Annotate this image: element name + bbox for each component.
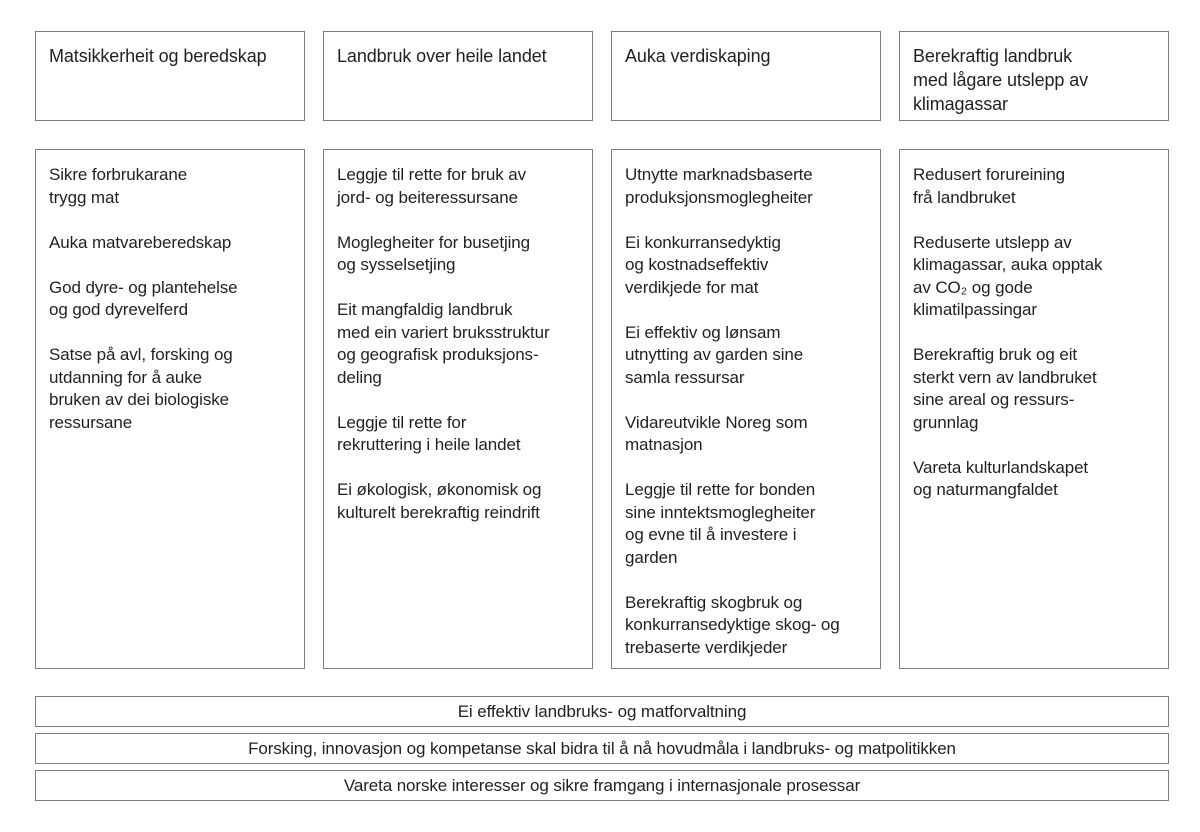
goal-item: Utnytte marknadsbaserte produksjonsmogle… xyxy=(625,165,813,207)
column-goals-auka-verdiskaping: Utnytte marknadsbaserte produksjonsmogle… xyxy=(611,149,881,669)
goal-item: Berekraftig bruk og eit sterkt vern av l… xyxy=(913,345,1097,432)
goal-item: Redusert forureining frå landbruket xyxy=(913,165,1066,207)
cross-goal-bar-label: Forsking, innovasjon og kompetanse skal … xyxy=(248,738,956,758)
column-header-auka-verdiskaping: Auka verdiskaping xyxy=(611,31,881,121)
cross-goal-bar-label: Vareta norske interesser og sikre framga… xyxy=(343,775,861,795)
goal-item: God dyre- og plantehelse og god dyrevelf… xyxy=(49,277,238,320)
goal-item: Berekraftig skogbruk og konkurransedykti… xyxy=(625,592,840,657)
column-matsikkerheit: Matsikkerheit og beredskap Sikre forbruk… xyxy=(35,31,305,669)
cross-goal-bar-internasjonale: Vareta norske interesser og sikre framga… xyxy=(35,770,1169,801)
goal-item: Leggje til rette for rekruttering i heil… xyxy=(337,412,521,455)
goal-item: Ei effektiv og lønsam utnytting av garde… xyxy=(625,322,804,387)
goal-item: Sikre forbrukarane trygg mat xyxy=(49,165,188,207)
column-goals-matsikkerheit: Sikre forbrukarane trygg mat Auka matvar… xyxy=(35,149,305,669)
column-auka-verdiskaping: Auka verdiskaping Utnytte marknadsbasert… xyxy=(611,31,881,669)
goal-item: Auka matvareberedskap xyxy=(49,232,232,252)
goal-item: Leggje til rette for bruk av jord- og be… xyxy=(337,165,527,207)
column-header-landbruk-heile-landet: Landbruk over heile landet xyxy=(323,31,593,121)
goal-item: Reduserte utslepp av klimagassar, auka o… xyxy=(913,232,1103,320)
column-landbruk-heile-landet: Landbruk over heile landet Leggje til re… xyxy=(323,31,593,669)
cross-goal-bar-forvaltning: Ei effektiv landbruks- og matforvaltning xyxy=(35,696,1169,727)
column-berekraftig-landbruk: Berekraftig landbruk med lågare utslepp … xyxy=(899,31,1169,669)
goal-item: Moglegheiter for busetjing og sysselsetj… xyxy=(337,232,531,275)
goal-item: Vareta kulturlandskapet og naturmangfald… xyxy=(913,457,1089,500)
goal-item: Vidareutvikle Noreg som matnasjon xyxy=(625,412,808,455)
goal-columns: Matsikkerheit og beredskap Sikre forbruk… xyxy=(35,31,1169,669)
goal-item: Ei økologisk, økonomisk og kulturelt ber… xyxy=(337,480,542,522)
goal-item: Eit mangfaldig landbruk med ein variert … xyxy=(337,300,550,387)
goal-item: Leggje til rette for bonden sine inntekt… xyxy=(625,480,816,567)
column-header-berekraftig-landbruk: Berekraftig landbruk med lågare utslepp … xyxy=(899,31,1169,121)
goal-item: Ei konkurransedyktig og kostnadseffektiv… xyxy=(625,232,781,297)
cross-goal-bar-forsking: Forsking, innovasjon og kompetanse skal … xyxy=(35,733,1169,764)
column-header-matsikkerheit: Matsikkerheit og beredskap xyxy=(35,31,305,121)
column-goals-berekraftig-landbruk: Redusert forureining frå landbruket Redu… xyxy=(899,149,1169,669)
cross-goal-bar-label: Ei effektiv landbruks- og matforvaltning xyxy=(457,701,747,721)
goal-item: Satse på avl, forsking og utdanning for … xyxy=(49,345,233,432)
column-goals-landbruk-heile-landet: Leggje til rette for bruk av jord- og be… xyxy=(323,149,593,669)
